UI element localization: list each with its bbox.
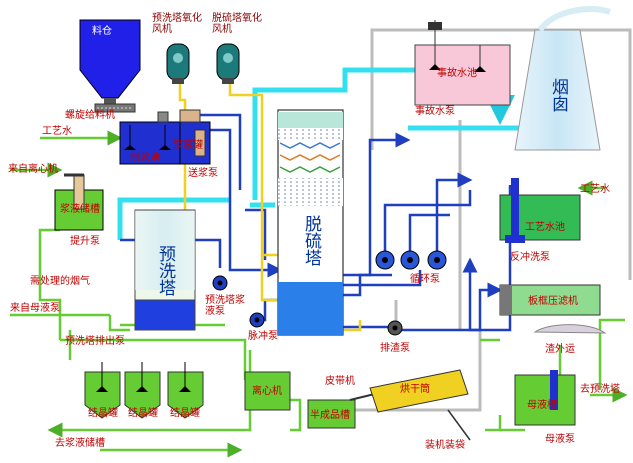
pulse-pump-label: 脉冲泵	[248, 331, 278, 342]
desulf-tower-label: 脱硫塔	[301, 215, 321, 266]
desulf-fan-label: 脱硫塔氧化风机	[212, 13, 262, 35]
slurry-tank-label: 制浆池	[130, 153, 160, 164]
crystallizer-2-label: 结晶罐	[128, 408, 158, 419]
prewash-pump-icon	[212, 275, 228, 291]
chimney-label: 烟囱	[548, 78, 568, 112]
slurry-buffer-label: 浆液储槽	[60, 204, 100, 215]
circ-pump-icon	[375, 250, 447, 270]
accident-tank-label: 事故水池	[437, 68, 477, 79]
crystallizer-1-label: 结晶罐	[88, 408, 118, 419]
flue-gas-label: 需处理的烟气	[30, 276, 90, 287]
prewash-fan-label: 预洗塔氧化风机	[152, 13, 202, 35]
plate-filter-label: 板框压滤机	[528, 296, 578, 307]
process-water-right-label: 工艺水	[580, 184, 610, 195]
mother-pump-label: 母液泵	[545, 434, 575, 445]
semi-product-tank	[307, 399, 356, 429]
backwash-pump-label: 反冲洗泵	[510, 252, 550, 263]
accident-tank	[414, 20, 511, 106]
to-prewash-label: 去预洗塔	[580, 384, 620, 395]
silo	[79, 19, 141, 104]
accident-pump-label: 事故水泵	[415, 106, 455, 117]
crystallizer-3-label: 结晶罐	[170, 408, 200, 419]
mother-tank	[514, 370, 576, 426]
centrifuge-label: 离心机	[252, 386, 282, 397]
from-centrifuge-label: 来自离心机	[8, 164, 58, 175]
centrifuge	[244, 371, 291, 411]
process-water-tank-label: 工艺水池	[525, 222, 565, 233]
slag-out-label: 渣外运	[545, 344, 575, 355]
prewash-pump-label: 预洗塔浆液泵	[205, 295, 245, 317]
from-mother-pump-label: 来自母液泵	[10, 303, 60, 314]
screw-feeder-label: 螺旋给料机	[65, 110, 115, 121]
slag-pump-label: 排渣泵	[380, 343, 410, 354]
process-water-tank	[499, 178, 581, 243]
mother-tank-label: 母液槽	[527, 400, 557, 411]
packing-label: 装机装袋	[425, 440, 465, 451]
feed-pump-label: 送浆泵	[188, 168, 218, 179]
desulf-tower	[277, 109, 344, 336]
semi-product-label: 半成品槽	[310, 410, 350, 421]
lift-pump-label: 提升泵	[70, 236, 100, 247]
slurry-storage-label: 浆液罐	[173, 140, 203, 151]
prewash-tower-label: 预洗塔	[155, 245, 175, 296]
slag-pump-icon	[387, 320, 403, 336]
to-slurry-storage-label: 去浆液储槽	[55, 438, 105, 449]
slurry-buffer-tank	[54, 173, 104, 231]
slurry-tank	[119, 109, 211, 165]
dryer	[369, 369, 471, 441]
prewash-discharge-label: 预洗塔排出泵	[65, 336, 125, 347]
chimney	[514, 6, 611, 151]
desulf-fan-icon	[216, 43, 240, 84]
prewash-tower	[134, 209, 196, 331]
belt-conveyor-label: 皮带机	[325, 376, 355, 387]
screw-feeder	[94, 103, 136, 113]
crystallizers	[84, 362, 204, 419]
process-water-left-label: 工艺水	[42, 126, 72, 137]
silo-label: 料仓	[92, 26, 112, 37]
pulse-pump-icon	[249, 312, 265, 328]
dryer-label: 烘干筒	[400, 384, 430, 395]
circ-pump-label: 循环泵	[410, 274, 440, 285]
prewash-fan-icon	[166, 43, 190, 84]
plate-filter	[499, 284, 607, 334]
